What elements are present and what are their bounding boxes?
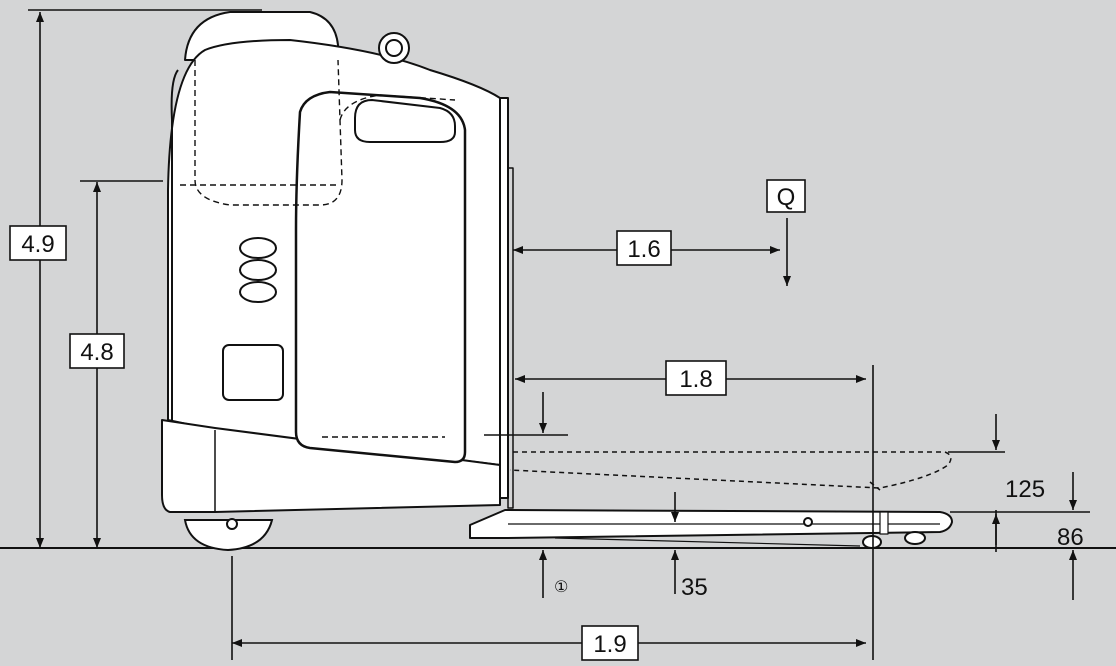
dimension-labels: 4.9 4.8 1.6 1.8 1.9 Q 125 86 35 ① (21, 184, 1083, 658)
box-load-center (616, 230, 672, 266)
label-fork-height: 86 (1057, 524, 1084, 551)
fork (469, 509, 953, 549)
label-platform-height: 4.8 (80, 339, 113, 366)
lifted-fork (509, 451, 952, 491)
label-load-center: 1.6 (627, 236, 660, 263)
box-fork-length (665, 360, 727, 396)
box-load-symbol (766, 179, 806, 213)
truck-body (161, 11, 514, 513)
label-lift-height: 125 (1005, 476, 1045, 503)
label-overall-length: 1.9 (593, 631, 626, 658)
label-ground-clearance: 35 (681, 574, 708, 601)
box-overall-length (581, 625, 639, 661)
label-load-symbol: Q (777, 184, 796, 211)
box-platform-height (69, 333, 125, 369)
rear-wheel (183, 518, 274, 552)
dimension-label-boxes (9, 179, 806, 661)
label-note-marker: ① (554, 579, 568, 596)
hidden-contours (180, 59, 456, 438)
label-fork-length: 1.8 (679, 366, 712, 393)
label-overall-height: 4.9 (21, 231, 54, 258)
box-overall-height (9, 225, 67, 261)
